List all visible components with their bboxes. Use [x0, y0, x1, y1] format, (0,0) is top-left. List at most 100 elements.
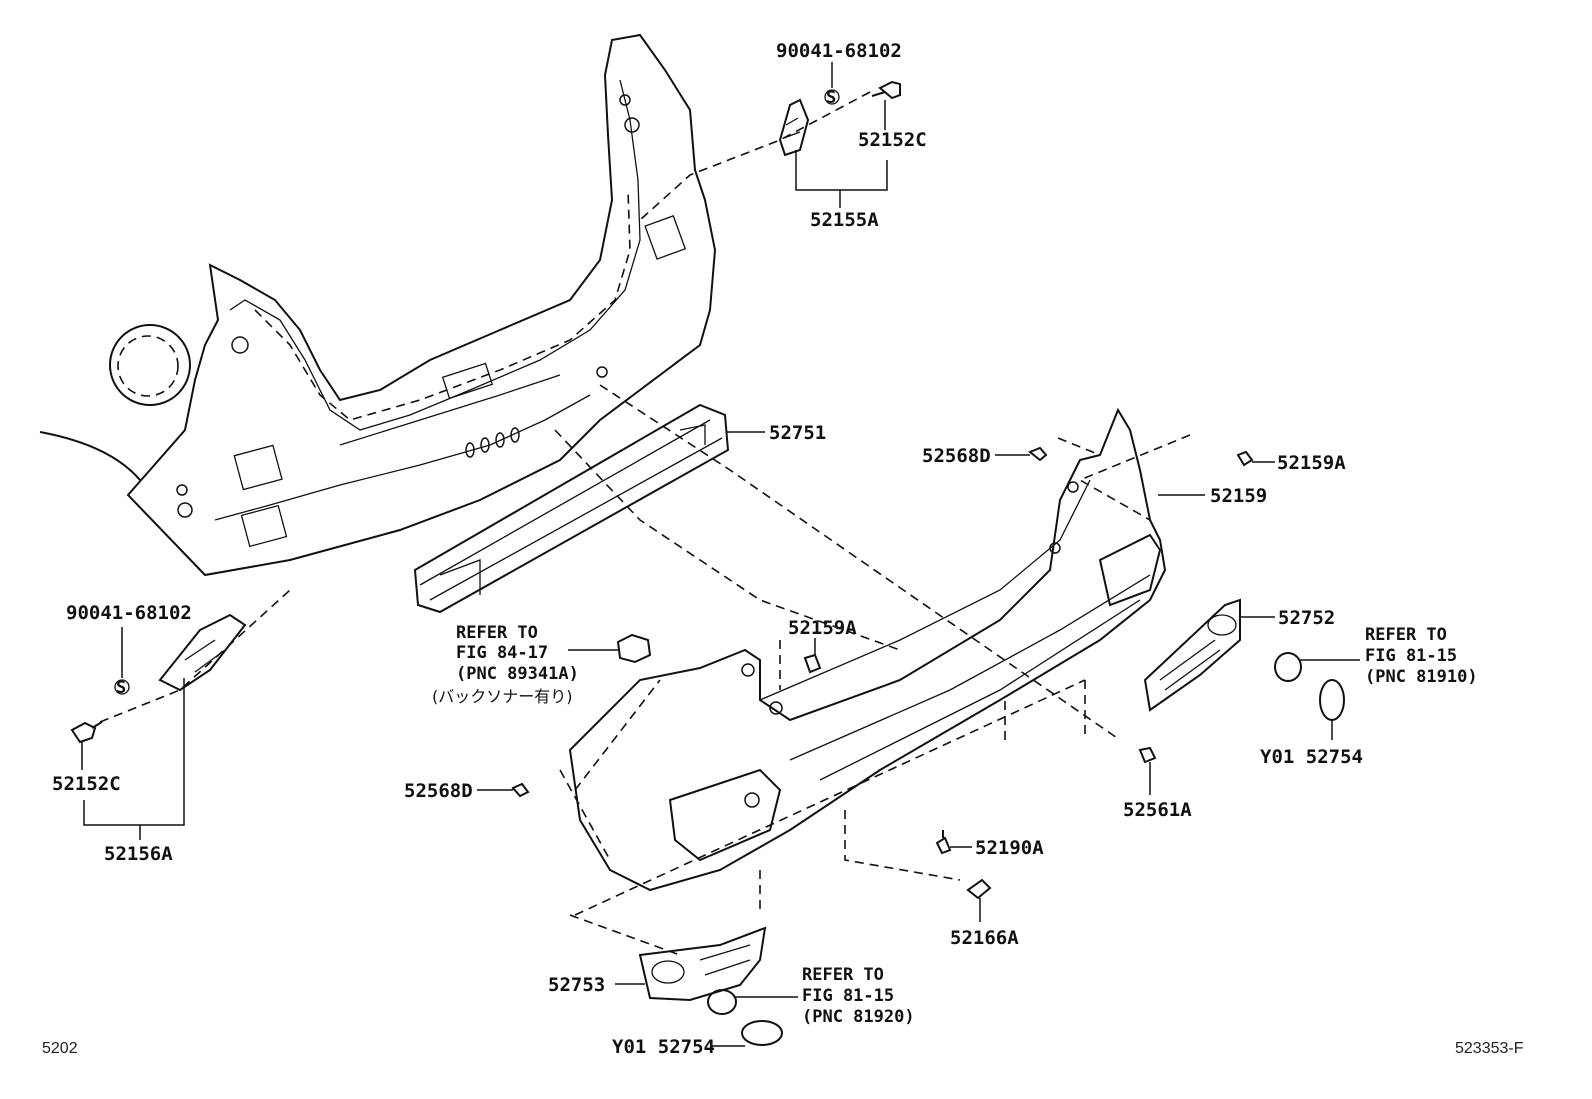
panel-hole [177, 502, 193, 518]
reflector-bottom-outline [638, 926, 767, 1002]
clip-52561a [1138, 746, 1157, 764]
quarter-arc [39, 431, 141, 481]
clip-52568d-left [511, 782, 530, 798]
panel-inner-dash [254, 189, 631, 421]
panel-outline [126, 33, 717, 577]
label-90041-left: 90041-68102 [66, 602, 192, 624]
label-52152c-left: 52152C [52, 773, 121, 795]
cap-81920 [707, 989, 737, 1015]
retainer-52156a [70, 62, 833, 840]
s-symbol-left: S [116, 678, 126, 698]
bumper-dash-52166a [844, 810, 961, 881]
panel-hole [176, 484, 188, 496]
bumper-hole [741, 663, 755, 677]
bumper-hole [1067, 481, 1079, 493]
panel-slot [495, 432, 505, 448]
bumper-hole [744, 792, 760, 808]
panel-crossmember [339, 374, 561, 446]
label-52159a-top: 52159A [1277, 452, 1346, 474]
refer3-line3: (PNC 81920) [802, 1007, 915, 1027]
reinforcement-dash-2 [599, 384, 1121, 741]
clip-52152c-left [70, 721, 103, 744]
panel-slot [510, 427, 520, 443]
label-52152c-top: 52152C [858, 129, 927, 151]
ring-y01-right [1319, 679, 1345, 721]
bumper-cover-52159 [559, 407, 1205, 956]
panel-hole [231, 336, 249, 354]
label-90041-top: 90041-68102 [776, 40, 902, 62]
label-52166a: 52166A [950, 927, 1019, 949]
rivet-52190a [935, 830, 952, 855]
bracket-52156a [83, 678, 185, 826]
bumper-dash-top [1057, 437, 1101, 456]
label-52156a: 52156A [104, 843, 173, 865]
panel-slot [465, 442, 475, 458]
bumper-mid-crease [789, 574, 1151, 761]
rear-body-panel [39, 33, 717, 577]
nut-52159a-top [1236, 450, 1254, 467]
reflector-bottom-lens [651, 960, 685, 984]
panel-cutout-2 [240, 504, 288, 548]
reflector-right-lens [1207, 614, 1237, 636]
reinforcement-ends [439, 424, 706, 595]
reflector-bottom-ribs [699, 944, 751, 976]
reinforcement-dash [554, 429, 901, 651]
retainer-top-dash [639, 91, 871, 221]
panel-cutout-1 [233, 444, 283, 491]
figure-code-right: 523353-F [1455, 1040, 1524, 1057]
refer1-line3: (PNC 89341A) [456, 664, 579, 684]
s-symbol-top: S [826, 88, 836, 108]
reinforcement-ribs [419, 419, 723, 601]
panel-lower-edge [214, 394, 591, 521]
panel-cutout-4 [441, 362, 494, 400]
fasteners [477, 446, 1275, 922]
label-52568d-top: 52568D [922, 445, 991, 467]
bumper-left-reflector-recess [668, 768, 782, 862]
refer2-line2: FIG 81-15 [1365, 646, 1457, 666]
reflector-right-ribs [1159, 639, 1221, 691]
bumper-right-reflector-recess [1098, 533, 1162, 607]
fuel-lid-inner [117, 335, 179, 397]
ring-y01-bottom [741, 1020, 783, 1046]
panel-hole [619, 94, 631, 106]
bumper-top-crease [759, 479, 1091, 701]
cap-81910 [1274, 652, 1302, 682]
label-y01-bottom: Y01 52754 [612, 1036, 715, 1058]
refer1-line4: (バックソナー有り) [432, 687, 573, 706]
bumper-hole [769, 701, 783, 715]
retainer-left-dash [99, 589, 291, 723]
label-52155a: 52155A [810, 209, 879, 231]
label-52561a: 52561A [1123, 799, 1192, 821]
label-52190a: 52190A [975, 837, 1044, 859]
retainer-52155a [639, 80, 901, 221]
reinforcement-52751 [413, 384, 1121, 741]
reflector-right-outline [1143, 598, 1241, 712]
label-52753: 52753 [548, 974, 605, 996]
page-code-left: 5202 [42, 1040, 78, 1057]
bumper-dash-right [1078, 434, 1191, 521]
bumper-lower-crease [819, 599, 1141, 781]
bumper-dash-left [559, 679, 661, 861]
s-mark-left [114, 679, 130, 695]
cover-52166a [966, 878, 992, 900]
panel-slot [480, 437, 490, 453]
refer3-line1: REFER TO [802, 965, 884, 985]
refer2-line3: (PNC 81910) [1365, 667, 1478, 687]
bumper-dash-reflector [569, 914, 681, 956]
refer2-line1: REFER TO [1365, 625, 1447, 645]
reflector-52752 [1143, 598, 1360, 740]
bumper-dash-bottom [574, 679, 1086, 916]
panel-hole [596, 366, 608, 378]
retainer-left-detail [184, 639, 226, 673]
panel-inner-contour [229, 79, 641, 431]
bumper-outline [568, 407, 1167, 892]
panel-hole [624, 117, 640, 133]
label-52752: 52752 [1278, 607, 1335, 629]
fuel-lid-outline [109, 324, 191, 406]
retainer-left-body [158, 613, 247, 692]
refer1-line1: REFER TO [456, 623, 538, 643]
sensor-89341a [616, 633, 652, 664]
clip-52568d-top [1028, 446, 1048, 462]
label-y01-right: Y01 52754 [1260, 746, 1363, 768]
